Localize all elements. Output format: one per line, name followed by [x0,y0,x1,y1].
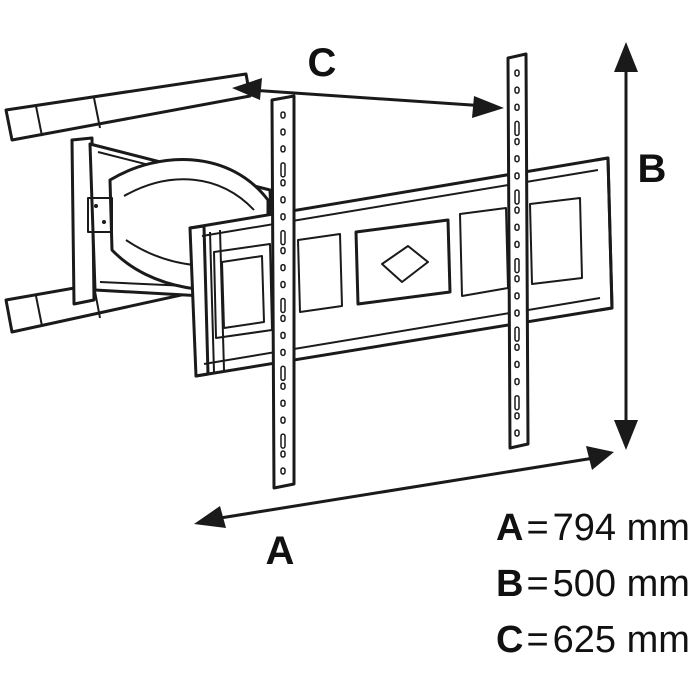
rail-slot [280,331,286,340]
rail-slot [280,196,286,204]
rail-slot [514,274,520,283]
rail-slot [280,229,286,246]
label-c: C [308,41,337,85]
rail-slot [280,382,286,390]
rail-slot [280,297,286,314]
rail-slot [280,179,286,187]
rail-slot [280,348,286,357]
spec-eq: = [526,619,549,661]
rail-slot [514,343,520,352]
rail-slot [514,309,520,317]
rail-slot [280,433,286,449]
rail-slot [514,69,520,77]
rail-slot [514,206,520,214]
rail-slot [514,189,520,205]
spec-eq: = [526,507,549,549]
rail-slot [280,399,286,407]
vertical-rail-left [270,94,296,490]
dimension-b-arrow [614,42,638,450]
rail-slot [514,86,520,94]
rail-slot [280,145,286,153]
rail-slot [514,429,520,437]
spec-row-b: B=500 mm [496,562,690,606]
rail-slot [514,103,520,112]
rail-slot [514,292,520,300]
spec-key: C [496,619,524,661]
rail-slot [514,257,520,274]
rail-slot [514,154,520,163]
spec-row-c: C=625 mm [496,618,690,662]
rail-slot [280,314,286,323]
spec-value: 500 mm [552,563,690,605]
rail-slot [280,212,286,221]
rail-slot [514,412,520,420]
rail-slot [280,246,286,255]
label-b: B [638,147,667,191]
rail-slot [280,450,286,458]
rail-slot [280,111,286,119]
rail-slot [514,120,520,137]
rail-slot [514,223,520,232]
label-a: A [266,529,295,573]
rail-slot [280,162,286,178]
spec-row-a: A=794 mm [496,506,690,550]
rail-slot [280,263,286,272]
rail-slot [514,137,520,146]
spec-key: B [496,563,524,605]
dimension-c-arrow [232,78,504,118]
rail-slot [514,360,520,369]
rail-slot [280,128,286,136]
rail-slot [514,240,520,249]
rail-slot [280,365,286,382]
spec-value: 794 mm [552,507,690,549]
rail-slot [514,172,520,180]
dimension-a-arrow [194,446,614,528]
spec-value: 625 mm [552,619,690,661]
rail-slot [280,416,286,424]
rail-slot [514,394,520,411]
spec-eq: = [526,563,549,605]
vertical-rail-right [506,52,530,450]
rail-slot [280,467,286,475]
rail-slot [514,377,520,386]
rail-slot [514,326,520,342]
spec-key: A [496,507,524,549]
rail-slot [280,280,286,289]
